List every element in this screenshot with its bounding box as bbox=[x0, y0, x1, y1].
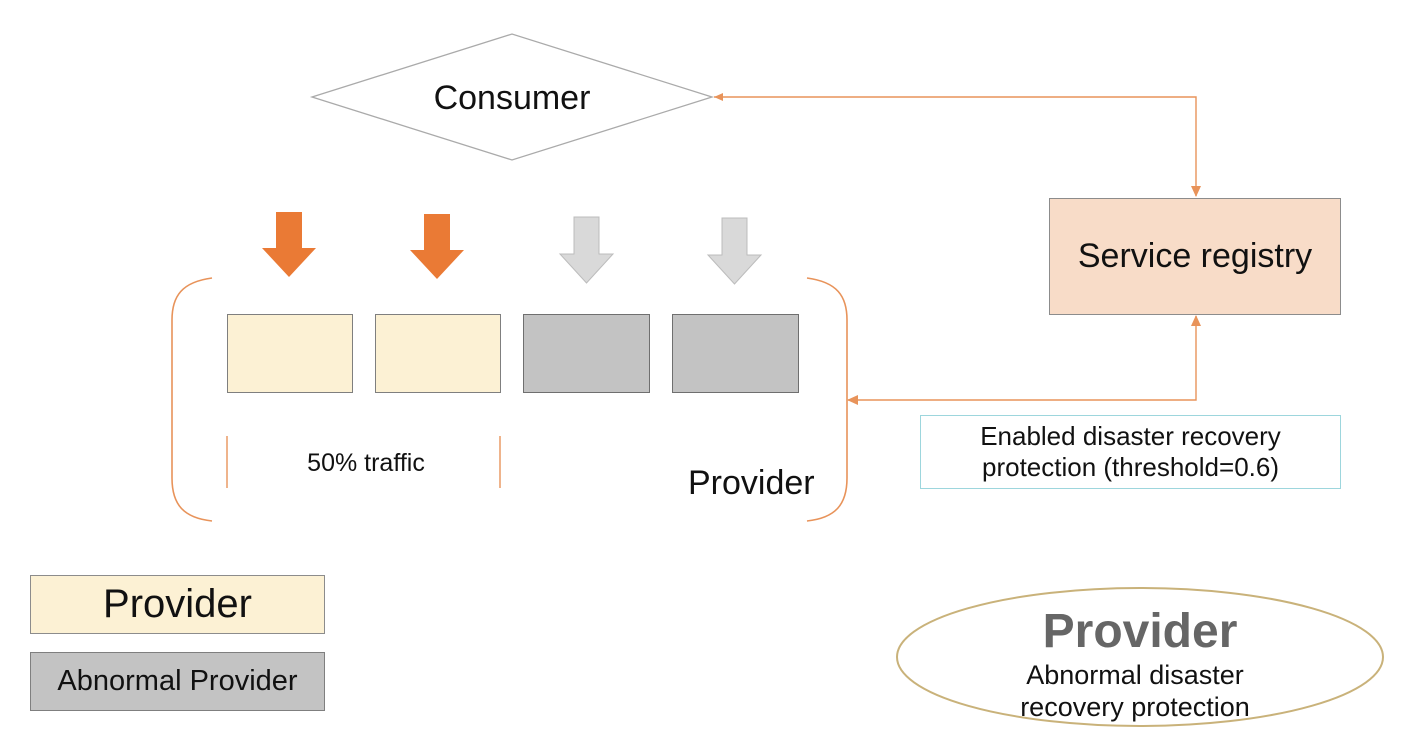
traffic-arrow-inactive-1 bbox=[558, 216, 615, 284]
provider-group-bracket-left bbox=[171, 277, 213, 522]
provider-group-bracket-right bbox=[806, 277, 848, 522]
arrow-into-registry bbox=[1191, 186, 1201, 197]
traffic-arrow-active-1 bbox=[262, 212, 316, 277]
legend-provider: Provider bbox=[30, 575, 325, 634]
protection-note: Enabled disaster recovery protection (th… bbox=[920, 415, 1341, 489]
provider-to-registry-line bbox=[848, 316, 1197, 401]
provider-instance-healthy-1 bbox=[227, 314, 353, 393]
service-registry-label: Service registry bbox=[1077, 237, 1313, 275]
registry-to-consumer-line bbox=[714, 93, 1197, 196]
legend-abnormal-provider: Abnormal Provider bbox=[30, 652, 325, 711]
provider-instance-abnormal-2 bbox=[672, 314, 799, 393]
protection-note-text: Enabled disaster recovery protection (th… bbox=[980, 421, 1281, 482]
traffic-label: 50% traffic bbox=[307, 448, 425, 477]
consumer-label: Consumer bbox=[433, 78, 591, 117]
provider-instance-abnormal-1 bbox=[523, 314, 650, 393]
provider-ellipse bbox=[896, 587, 1384, 727]
consumer-diamond bbox=[309, 33, 715, 161]
provider-group-label: Provider bbox=[688, 464, 815, 502]
service-registry-box: Service registry bbox=[1049, 198, 1341, 315]
legend-abnormal-label: Abnormal Provider bbox=[57, 665, 298, 697]
ellipse-title: Provider bbox=[1042, 604, 1238, 658]
arrow-into-registry-bottom bbox=[1191, 315, 1201, 326]
provider-instance-healthy-2 bbox=[375, 314, 501, 393]
ellipse-subtitle: Abnormal disaster recovery protection bbox=[1020, 660, 1250, 722]
arrow-into-provider-group bbox=[847, 395, 858, 405]
traffic-arrow-inactive-2 bbox=[706, 217, 763, 285]
legend-provider-label: Provider bbox=[103, 582, 252, 626]
traffic-arrow-active-2 bbox=[410, 214, 464, 279]
